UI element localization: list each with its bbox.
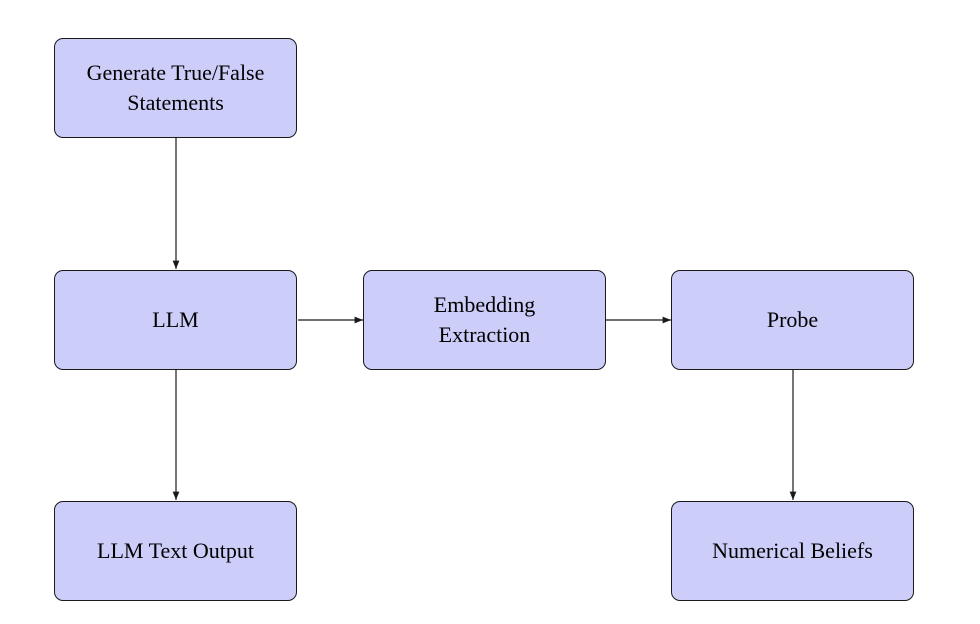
node-generate-statements-label: Generate True/False Statements — [87, 58, 265, 118]
node-llm: LLM — [54, 270, 297, 370]
node-embedding-extraction-line1: Embedding — [433, 292, 536, 317]
node-embedding-extraction-line2: Extraction — [438, 322, 531, 347]
node-llm-label: LLM — [152, 307, 199, 332]
node-embedding-extraction: Embedding Extraction — [363, 270, 606, 370]
node-probe-label: Probe — [766, 307, 819, 332]
node-embedding-extraction-label: Embedding Extraction — [434, 290, 535, 350]
node-llm-text-output-label: LLM Text Output — [97, 538, 254, 563]
node-probe: Probe — [671, 270, 914, 370]
node-generate-statements-line2: Statements — [127, 90, 224, 115]
node-generate-statements: Generate True/False Statements — [54, 38, 297, 138]
node-numerical-beliefs: Numerical Beliefs — [671, 501, 914, 601]
node-llm-text-output: LLM Text Output — [54, 501, 297, 601]
node-generate-statements-line1: Generate True/False — [86, 60, 265, 85]
node-numerical-beliefs-label: Numerical Beliefs — [712, 538, 873, 563]
